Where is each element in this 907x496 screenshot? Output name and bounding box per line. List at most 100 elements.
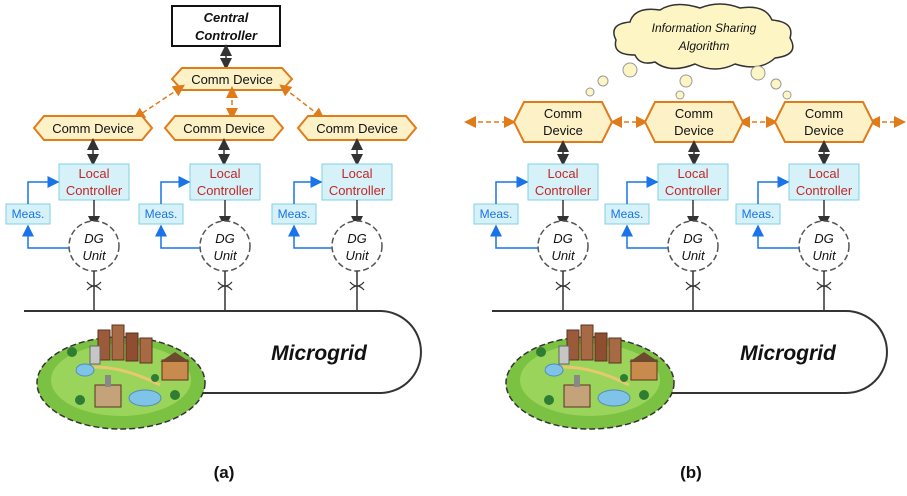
transformer-symbol [217,281,233,291]
comm-device [32,115,154,141]
caption-a: (a) [214,463,235,482]
local-controller-line2: Controller [535,183,592,198]
thought-bubble [597,75,609,87]
dg-to-meas [288,224,332,249]
thought-bubble [585,87,595,97]
column-a-2: Comm Device Local Controller Meas. DG Un… [138,115,285,311]
meas-label: Meas. [742,207,775,221]
column-b-3: Comm Device Local Controller Meas. DG Un… [735,101,875,311]
meas-to-controller [626,176,659,204]
thought-bubble [679,74,693,88]
dg-to-meas [621,224,668,249]
thought-bubble [770,78,782,90]
comm-device [296,115,418,141]
comm-device-top-label: Comm Device [191,72,273,87]
link-top-right [279,84,325,120]
meas-label: Meas. [278,207,311,221]
local-controller-line1: Local [341,166,372,181]
dg-to-meas [155,224,200,249]
dg-unit-line2: Unit [82,248,107,263]
dg-unit [68,220,120,272]
thought-bubble [675,90,685,100]
column-b-1: Comm Device Local Controller Meas. DG Un… [473,101,614,311]
comm-device-label: Comm Device [316,121,398,136]
comm-device [643,101,745,143]
meas-to-controller [757,176,790,204]
comm-device-label: Comm Device [183,121,265,136]
meas-to-controller [160,176,191,204]
dg-unit-line1: DG [347,231,367,246]
dg-unit [331,220,383,272]
dg-unit-line2: Unit [345,248,370,263]
meas-label: Meas. [611,207,644,221]
microgrid-label: Microgrid [271,342,368,365]
meas-to-controller [495,176,529,204]
dg-unit-line1: DG [814,231,834,246]
meas-label: Meas. [480,207,513,221]
comm-device-line2: Device [543,123,583,138]
microgrid-bus [24,310,422,394]
dg-to-meas [490,224,538,249]
local-controller [58,163,130,201]
central-controller-line1: Central [204,10,249,25]
local-controller-line2: Controller [66,183,123,198]
dg-to-meas [22,224,69,249]
dg-unit-line2: Unit [681,248,706,263]
local-controller-line2: Controller [197,183,254,198]
comm-device-line2: Device [674,123,714,138]
meas-to-controller [27,176,60,204]
transformer-symbol [685,281,701,291]
microgrid-label: Microgrid [740,342,837,365]
local-controller-line1: Local [808,166,839,181]
dg-unit [667,220,719,272]
transformer-symbol [349,281,365,291]
dg-to-meas [752,224,799,249]
dg-unit [537,220,589,272]
comm-device-label: Comm Device [52,121,134,136]
dg-unit-line2: Unit [551,248,576,263]
comm-device [163,115,285,141]
local-controller [189,163,261,201]
meas-label: Meas. [12,207,45,221]
comm-device-line1: Comm [544,106,582,121]
local-controller-line2: Controller [665,183,722,198]
thought-bubble [622,62,638,78]
comm-device-line1: Comm [805,106,843,121]
column-a-1: Comm Device Local Controller Meas. DG Un… [5,115,154,311]
comm-device [773,101,875,143]
comm-device-line2: Device [804,123,844,138]
comm-device [512,101,614,143]
column-b-2: Comm Device Local Controller Meas. DG Un… [604,101,745,311]
dg-unit-line2: Unit [213,248,238,263]
central-controller: Central Controller [171,5,281,47]
local-controller-line1: Local [547,166,578,181]
transformer-symbol [555,281,571,291]
local-controller-line1: Local [677,166,708,181]
dg-unit-line2: Unit [812,248,837,263]
city-illustration [36,324,206,430]
cloud-line1: Information Sharing [652,21,757,35]
dg-unit [199,220,251,272]
transformer-symbol [816,281,832,291]
local-controller [788,163,860,201]
meas-label: Meas. [145,207,178,221]
local-controller-line1: Local [78,166,109,181]
local-controller-line1: Local [209,166,240,181]
microgrid-bus [492,310,888,394]
dg-unit [798,220,850,272]
cloud-line2: Algorithm [678,39,730,53]
transformer-symbol [86,281,102,291]
city-illustration [505,324,675,430]
comm-device-top: Comm Device [170,67,294,91]
local-controller-line2: Controller [796,183,853,198]
thought-bubble [750,65,766,81]
dg-unit-line1: DG [683,231,703,246]
comm-device-line1: Comm [675,106,713,121]
meas-to-controller [293,176,323,204]
dg-unit-line1: DG [84,231,104,246]
local-controller-line2: Controller [329,183,386,198]
panel-b: Information Sharing Algorithm Comm Devic… [464,3,906,430]
info-sharing-cloud: Information Sharing Algorithm [585,3,794,100]
